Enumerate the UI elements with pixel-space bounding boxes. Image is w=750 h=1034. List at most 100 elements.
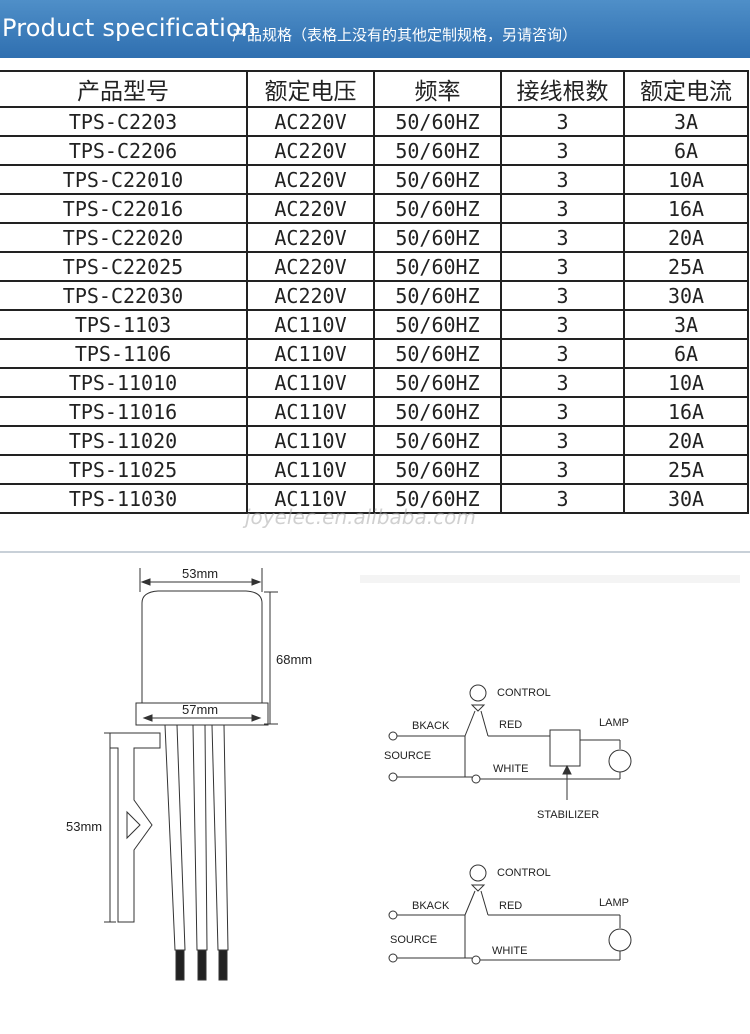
sensor-symbol [469,684,487,702]
wire-black [464,710,476,737]
column-header: 接线根数 [500,70,625,108]
frequency-cell: 50/60HZ [373,135,502,166]
voltage-cell: AC110V [246,454,375,485]
model-cell: TPS-1106 [0,338,248,369]
current-cell: 10A [623,367,749,398]
voltage-cell: AC110V [246,425,375,456]
voltage-cell: AC220V [246,164,375,195]
frequency-cell: 50/60HZ [373,367,502,398]
wire-count-cell: 3 [500,454,625,485]
wire-count-cell: 3 [500,309,625,340]
voltage-cell: AC220V [246,280,375,311]
voltage-cell: AC110V [246,338,375,369]
wire-count-cell: 3 [500,164,625,195]
column-header: 额定电流 [623,70,749,108]
wire-red [480,890,489,916]
title-chinese: 产品规格（表格上没有的其他定制规格，另请咨询） [232,26,578,44]
wire-count-cell: 3 [500,280,625,311]
label-red: RED [499,719,522,731]
wire-count-cell: 3 [500,425,625,456]
label-white: WHITE [492,945,527,957]
wiring-diagram-top [388,684,632,800]
wire-count-cell: 3 [500,106,625,137]
lamp-icon [608,928,632,952]
current-cell: 6A [623,135,749,166]
label-black: BKACK [412,720,450,732]
sensor-symbol [470,704,486,712]
label-control: CONTROL [497,687,551,699]
wire-lead [192,724,208,951]
current-cell: 16A [623,193,749,224]
model-cell: TPS-C22025 [0,251,248,282]
label-control: CONTROL [497,867,551,879]
lamp-icon [608,749,632,773]
wire-tip [218,949,228,981]
current-cell: 10A [623,164,749,195]
arrow-icon [142,714,153,722]
arrow-icon [251,578,262,586]
arrow-icon [562,764,572,775]
label-white: WHITE [493,763,528,775]
frequency-cell: 50/60HZ [373,454,502,485]
voltage-cell: AC110V [246,309,375,340]
column-header: 额定电压 [246,70,375,108]
mounting-bracket [109,732,161,923]
dimension-base-label: 57mm [182,702,218,717]
frequency-cell: 50/60HZ [373,338,502,369]
current-cell: 30A [623,483,749,514]
sensor-symbol [470,884,486,892]
arrow-icon [140,578,151,586]
frequency-cell: 50/60HZ [373,483,502,514]
terminal [388,731,398,741]
terminal [471,955,481,965]
bracket-notch [126,810,141,840]
wire-lead [211,724,229,951]
product-drawing: 53mm 68mm 57mm 53mm CONTROL BKACK RED SO… [66,566,740,981]
model-cell: TPS-11010 [0,367,248,398]
model-cell: TPS-C2206 [0,135,248,166]
model-cell: TPS-C2203 [0,106,248,137]
model-cell: TPS-11020 [0,425,248,456]
frequency-cell: 50/60HZ [373,309,502,340]
model-cell: TPS-C22020 [0,222,248,253]
wire-count-cell: 3 [500,193,625,224]
model-cell: TPS-C22030 [0,280,248,311]
current-cell: 25A [623,251,749,282]
background-panel [360,575,740,583]
voltage-cell: AC110V [246,483,375,514]
voltage-cell: AC220V [246,193,375,224]
wire-count-cell: 3 [500,338,625,369]
voltage-cell: AC220V [246,251,375,282]
column-header: 产品型号 [0,70,248,108]
current-cell: 20A [623,222,749,253]
header-banner: Product specification 产品规格（表格上没有的其他定制规格，… [0,0,750,58]
frequency-cell: 50/60HZ [373,222,502,253]
label-source: SOURCE [390,934,437,946]
sensor-cap [141,590,263,704]
dimension-bracket-label: 53mm [66,819,102,834]
current-cell: 3A [623,309,749,340]
label-red: RED [499,900,522,912]
wire-count-cell: 3 [500,396,625,427]
label-source: SOURCE [384,750,431,762]
label-stabilizer: STABILIZER [537,809,599,821]
current-cell: 25A [623,454,749,485]
frequency-cell: 50/60HZ [373,280,502,311]
wire-count-cell: 3 [500,135,625,166]
wire-count-cell: 3 [500,222,625,253]
model-cell: TPS-11016 [0,396,248,427]
current-cell: 16A [623,396,749,427]
wire-count-cell: 3 [500,367,625,398]
